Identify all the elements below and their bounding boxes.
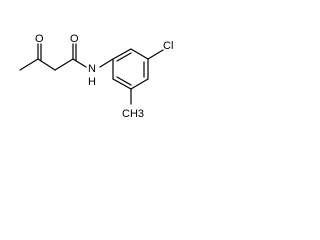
bond-n-to-ring xyxy=(99,58,114,68)
hydrogen-label: H xyxy=(88,76,96,88)
nitrogen-label: N xyxy=(88,63,96,75)
bond-ch2-to-amide xyxy=(54,58,74,71)
chlorine-label: Cl xyxy=(163,40,173,52)
ring-double-bond-c xyxy=(116,76,132,86)
ring-bond-4 xyxy=(130,78,149,90)
chemical-structure: O O N H Cl CH3 xyxy=(19,33,173,120)
ketone-oxygen-label: O xyxy=(35,33,44,45)
amide-oxygen-label: O xyxy=(70,33,79,45)
ring-double-bond-a xyxy=(116,52,132,62)
bond-carbonyl-to-ch2 xyxy=(37,58,56,71)
ring-bond-1 xyxy=(112,48,132,60)
bond-ring-to-cl xyxy=(147,49,164,60)
ring-bond-5 xyxy=(112,78,132,90)
bond-methyl-to-carbonyl xyxy=(19,58,39,71)
bond-amide-c-n xyxy=(72,58,87,68)
ring-bond-2 xyxy=(130,48,149,60)
methyl-label: CH3 xyxy=(122,108,144,120)
